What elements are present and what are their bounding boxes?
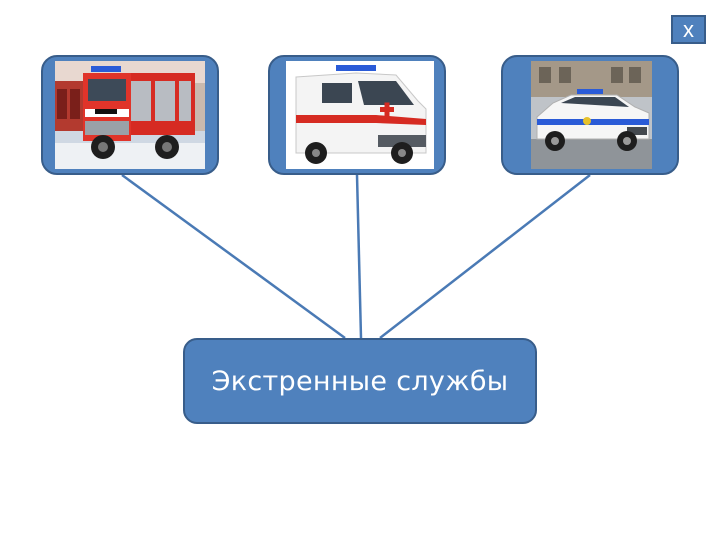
close-icon: x (683, 16, 694, 42)
police-car-icon (531, 61, 652, 169)
connector-police-car (379, 174, 591, 339)
connector-fire-truck (121, 173, 346, 340)
node-police-car[interactable] (501, 55, 679, 175)
ambulance-icon (286, 61, 434, 169)
connector-ambulance (355, 174, 363, 339)
node-ambulance[interactable] (268, 55, 446, 175)
fire-truck-icon (55, 61, 205, 169)
close-button[interactable]: x (671, 15, 706, 44)
police-car-photo (531, 61, 652, 169)
center-node[interactable]: Экстренные службы (183, 338, 537, 424)
fire-truck-photo (55, 61, 205, 169)
center-node-label: Экстренные службы (211, 365, 509, 397)
node-fire-truck[interactable] (41, 55, 219, 175)
ambulance-photo (286, 61, 434, 169)
